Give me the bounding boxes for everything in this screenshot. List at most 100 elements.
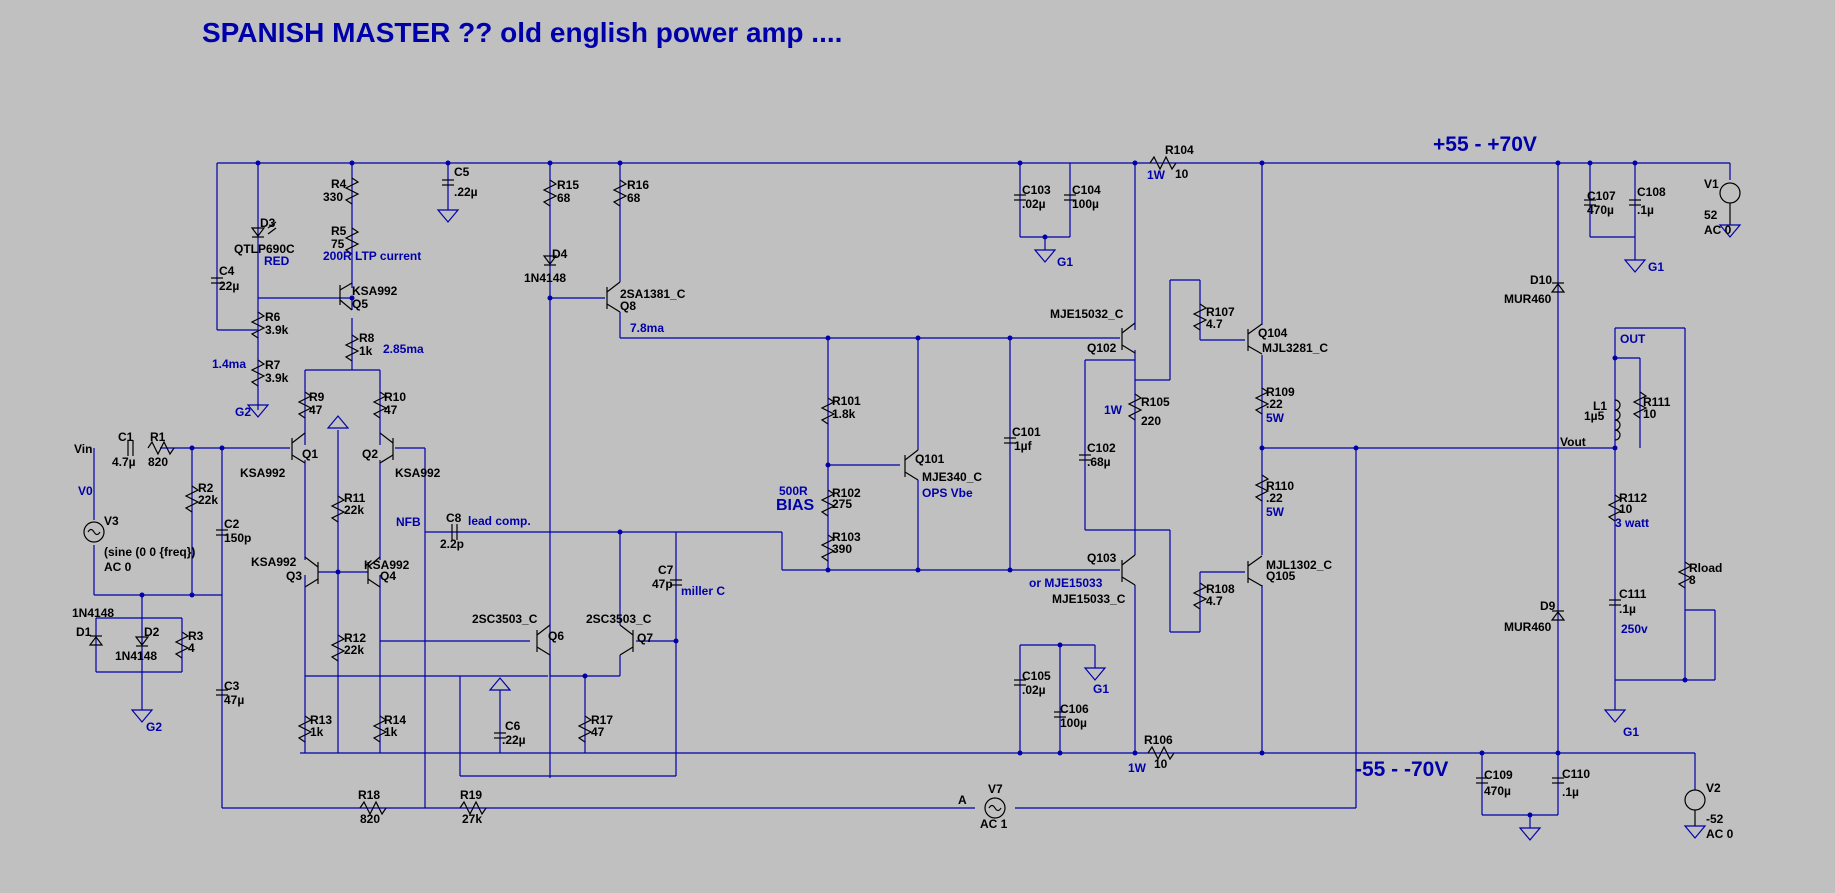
label-val: KSA992	[364, 558, 410, 572]
resistor-r2	[184, 485, 200, 513]
label-val: -52	[1706, 812, 1724, 826]
resistor-r15	[542, 179, 558, 207]
label-val: AC 0	[104, 560, 132, 574]
label-ref: C4	[219, 264, 235, 278]
resistor-r6	[250, 311, 266, 339]
label-ref: R108	[1206, 582, 1235, 596]
supply-arrow-icon	[488, 677, 512, 691]
label-val: 27k	[462, 812, 482, 826]
label-val: MJE15033_C	[1052, 592, 1126, 606]
label-ref: R5	[331, 224, 347, 238]
label-val: .1µ	[1562, 785, 1579, 799]
transistor-q103	[1121, 554, 1136, 586]
ground-icon	[1603, 709, 1627, 723]
label-val: KSA992	[251, 555, 297, 569]
annotation: or MJE15033	[1029, 576, 1103, 590]
label-ref: R107	[1206, 305, 1235, 319]
label-val: 1.8k	[832, 407, 856, 421]
ground-icon	[1083, 667, 1107, 681]
label-val: 1µ5	[1584, 409, 1605, 423]
annotation: OPS Vbe	[922, 486, 973, 500]
label-val: 22k	[198, 493, 218, 507]
net-vin: Vin	[74, 442, 92, 456]
annotation: miller C	[681, 584, 725, 598]
capacitor-c2	[216, 529, 228, 536]
source-v7	[984, 797, 1006, 819]
label-ref: R16	[627, 178, 649, 192]
component-labels: R4 330 R5 75 D3 QTLP690C C5 .22µ R15 68 …	[72, 143, 1734, 841]
label-val: 22k	[344, 643, 364, 657]
label-ref: C8	[446, 511, 462, 525]
label-ref: Q4	[380, 569, 396, 583]
annotation: lead comp.	[468, 514, 531, 528]
label-val: KSA992	[240, 466, 286, 480]
label-ref: V3	[104, 514, 119, 528]
diode-d9	[1550, 610, 1566, 621]
diode-d4	[542, 255, 558, 266]
label-ref: D9	[1540, 599, 1556, 613]
resistor-r106	[1147, 745, 1175, 761]
label-val: 4.7	[1206, 594, 1223, 608]
label-val: 1N4148	[72, 606, 114, 620]
label-ref: Q1	[302, 447, 318, 461]
transistor-q1	[291, 432, 306, 464]
label-ref: R4	[331, 177, 347, 191]
resistor-r11	[330, 495, 346, 523]
capacitor-c4	[211, 277, 223, 284]
label-ref: R12	[344, 631, 366, 645]
label-ref: Q6	[548, 629, 564, 643]
label-val: 4	[188, 641, 195, 655]
resistor-r4	[344, 177, 360, 205]
diode-d10	[1550, 282, 1566, 293]
label-val: KSA992	[352, 284, 398, 298]
annotation: 1W	[1147, 168, 1166, 182]
label-val: 470µ	[1587, 203, 1614, 217]
transistor-q8	[606, 281, 621, 313]
label-val: 1N4148	[524, 271, 566, 285]
label-ref: R110	[1266, 479, 1294, 493]
label-ref: C1	[118, 430, 134, 444]
label-val: MUR460	[1504, 292, 1552, 306]
resistor-r1	[147, 440, 175, 456]
label-ref: R9	[309, 390, 325, 404]
label-val: .22	[1266, 397, 1283, 411]
transistor-q101	[904, 449, 919, 481]
resistor-r7	[250, 359, 266, 387]
label-val: 1k	[359, 344, 373, 358]
resistor-r108	[1192, 582, 1208, 610]
voltage-sources	[83, 182, 1741, 826]
transistor-q7	[619, 624, 634, 656]
label-ref: Q102	[1087, 341, 1117, 355]
label-val: 220	[1141, 414, 1161, 428]
capacitor-c7	[670, 579, 682, 586]
label-val: (sine (0 0 {freq})	[104, 545, 195, 559]
annotation: 5W	[1266, 505, 1285, 519]
label-val: 1µf	[1014, 439, 1033, 453]
resistor-r19	[459, 800, 487, 816]
label-ref: L1	[1593, 399, 1607, 413]
label-val: 8	[1689, 573, 1696, 587]
label-ref: C108	[1637, 185, 1666, 199]
annotation: 3 watt	[1615, 516, 1649, 530]
label-ref: R105	[1141, 395, 1170, 409]
ground-icon	[1683, 825, 1707, 839]
diode-d1	[88, 635, 104, 646]
label-ref: C6	[505, 719, 521, 733]
ground-icon	[436, 209, 460, 223]
label-val: 10	[1154, 757, 1168, 771]
label-ref: R104	[1165, 143, 1194, 157]
resistor-r9	[297, 391, 313, 419]
label-val: .22µ	[502, 733, 526, 747]
label-val: 2SC3503_C	[586, 612, 652, 626]
resistor-r112	[1607, 494, 1623, 522]
label-val: 4.7	[1206, 317, 1223, 331]
label-ref: C5	[454, 165, 470, 179]
label-val: 3.9k	[265, 371, 289, 385]
net-g1: G1	[1057, 255, 1073, 269]
annotation: 200R LTP current	[323, 249, 421, 263]
label-ref: C103	[1022, 183, 1051, 197]
resistor-r14	[372, 715, 388, 743]
label-val: 2SA1381_C	[620, 287, 686, 301]
annotation-bias: BIAS	[776, 497, 815, 514]
label-ref: C110	[1562, 767, 1590, 781]
